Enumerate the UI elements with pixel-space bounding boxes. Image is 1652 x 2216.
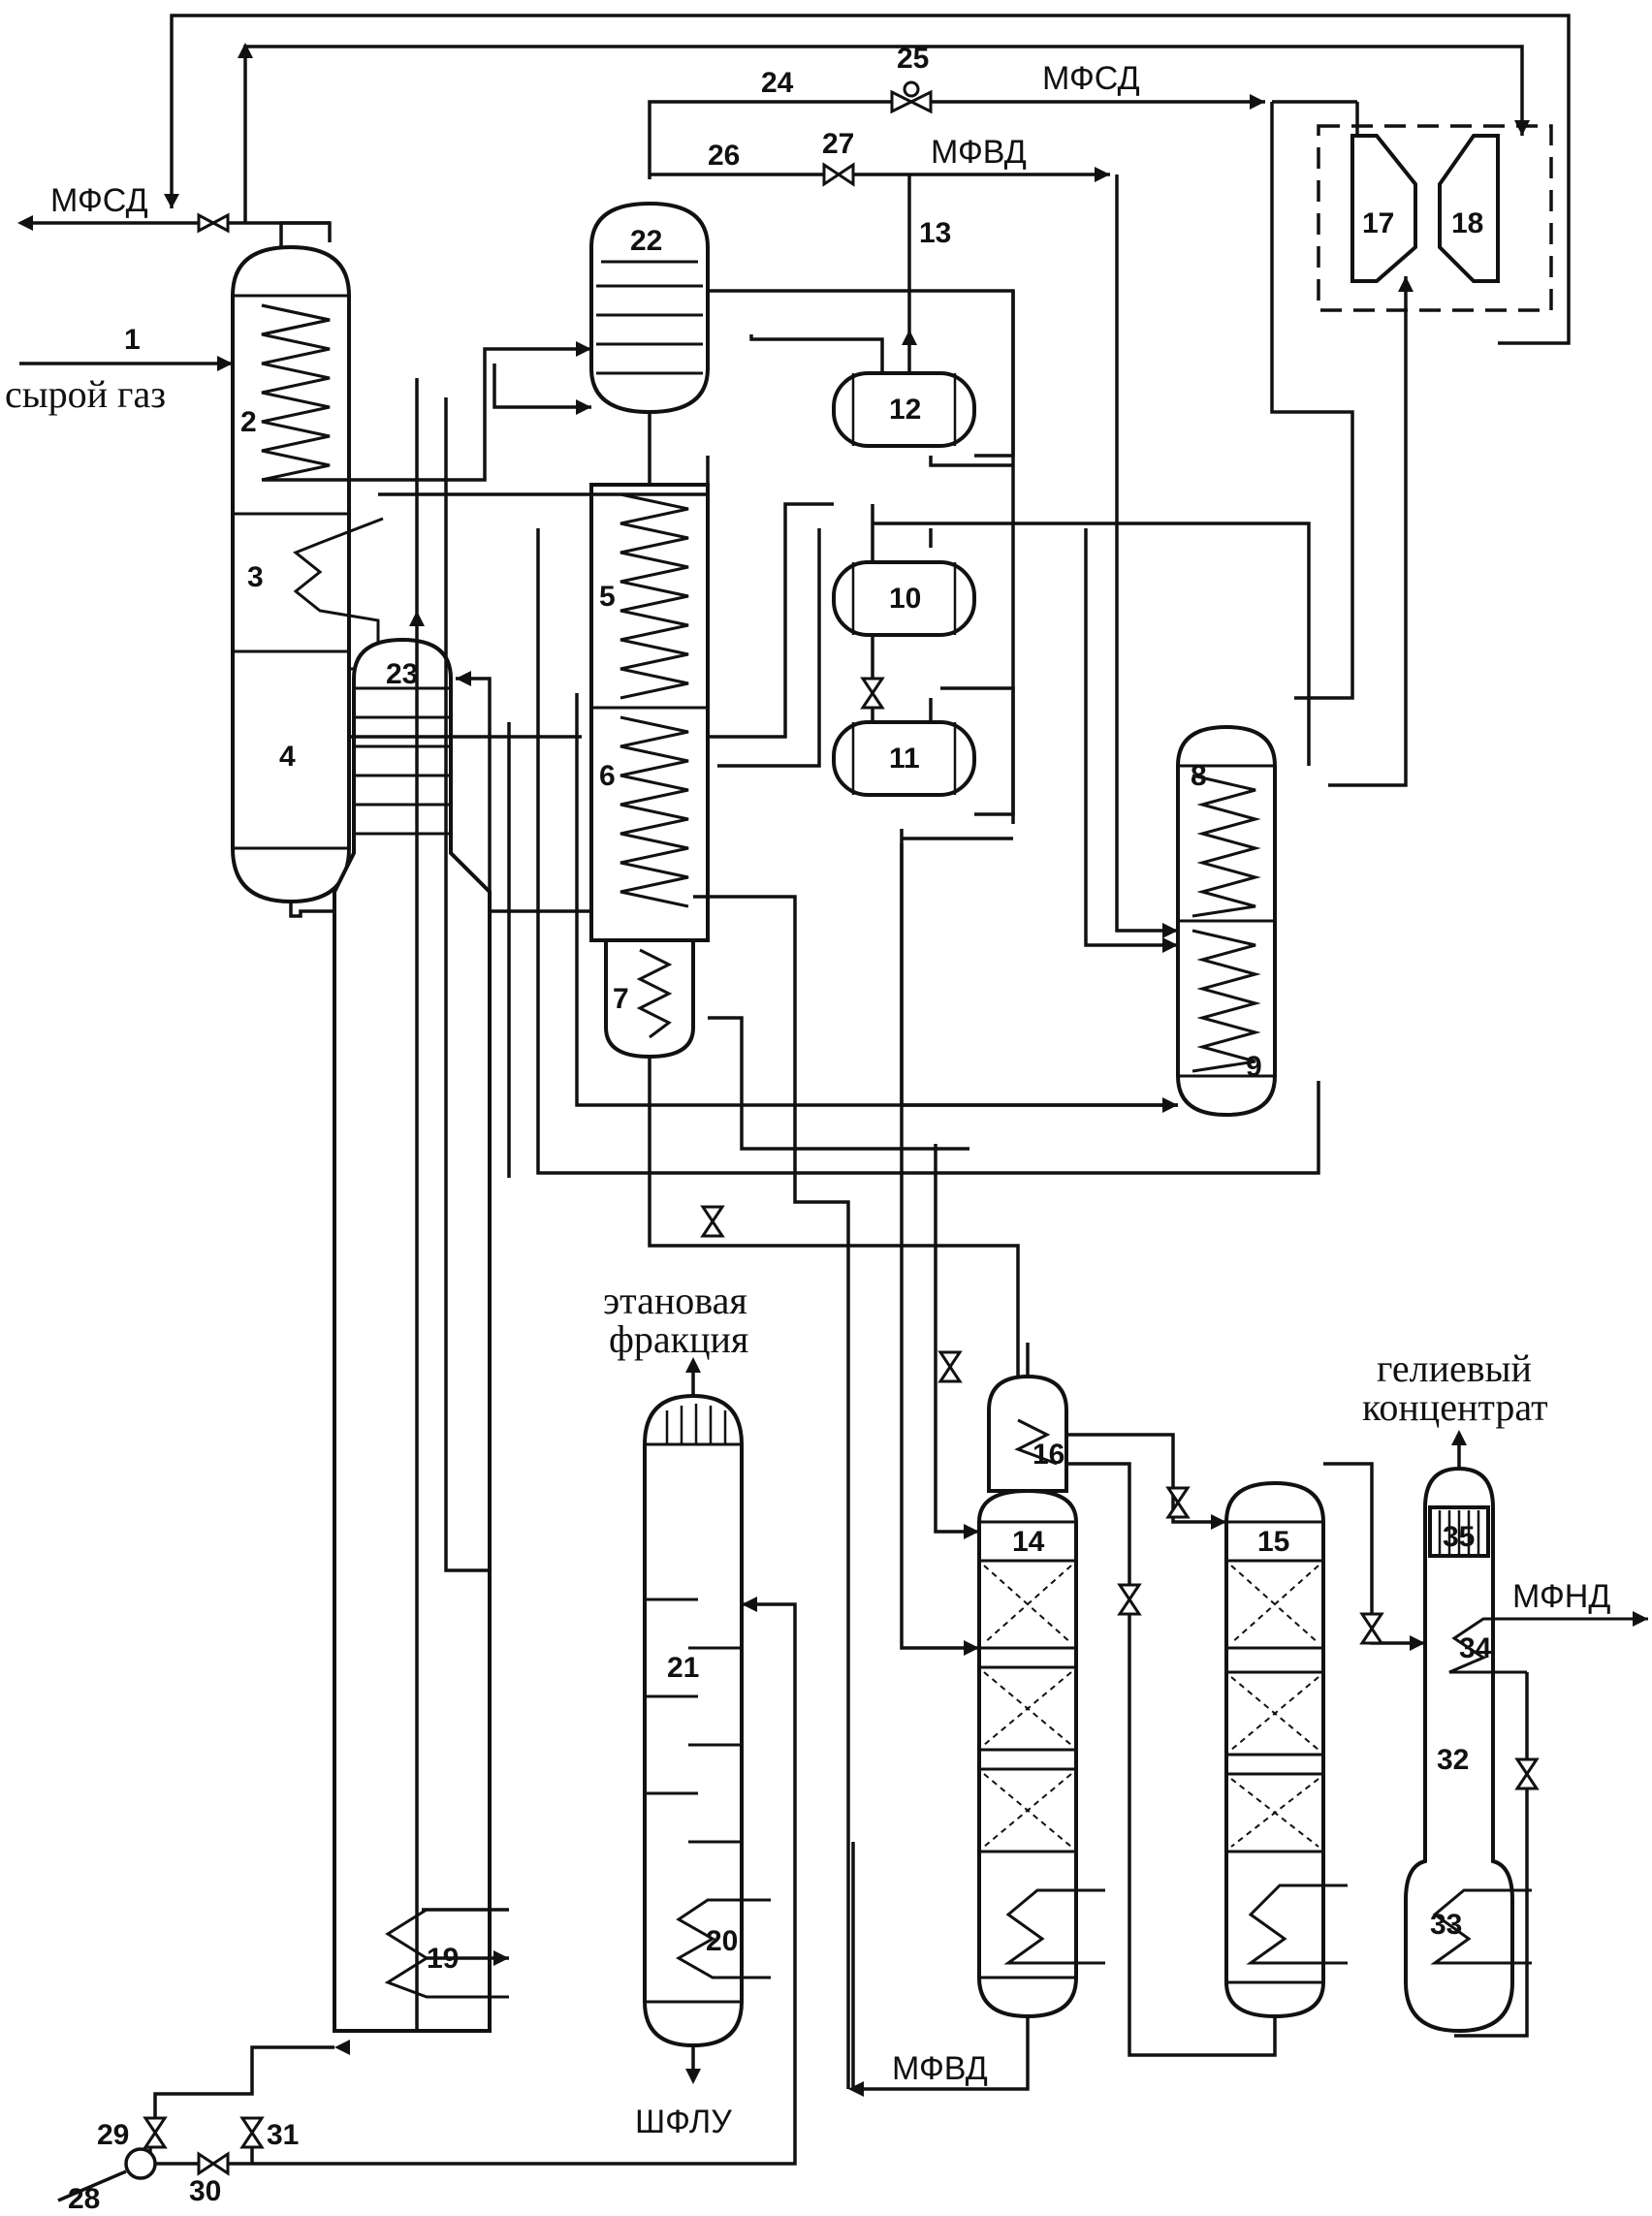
label-22: 22 xyxy=(630,225,662,257)
mfnd-label: МФНД xyxy=(1512,1578,1610,1615)
mfvd-top-label: МФВД xyxy=(931,134,1027,171)
label-5: 5 xyxy=(599,581,616,613)
mfsd-left-label: МФСД xyxy=(50,182,148,219)
label-23: 23 xyxy=(386,658,418,690)
separator-11: 11 xyxy=(832,720,976,797)
valve-misc xyxy=(700,677,1540,1790)
label-25: 25 xyxy=(897,43,929,75)
label-13: 13 xyxy=(919,217,951,249)
label-26: 26 xyxy=(708,140,740,172)
label-7: 7 xyxy=(613,983,629,1015)
label-35: 35 xyxy=(1443,1521,1475,1553)
label-30: 30 xyxy=(189,2175,221,2207)
process-lines xyxy=(57,289,1648,2202)
label-9: 9 xyxy=(1246,1051,1262,1083)
top-piping xyxy=(29,14,1571,933)
label-14: 14 xyxy=(1012,1526,1045,1558)
column-14-16: 16 14 xyxy=(977,1374,1105,2019)
compressor-18: 18 xyxy=(1438,134,1500,283)
raw-gas-label: сырой газ xyxy=(5,372,166,416)
column-32: 35 34 32 33 xyxy=(1404,1466,1648,2034)
separator-10: 10 xyxy=(832,560,976,637)
valve-27 xyxy=(822,162,855,187)
heat-exchanger-5-6: 5 6 xyxy=(589,483,710,942)
helium-label-1: гелиевый xyxy=(1377,1346,1532,1390)
label-20: 20 xyxy=(706,1925,738,1957)
label-29: 29 xyxy=(97,2119,129,2151)
helium-label-2: концентрат xyxy=(1362,1385,1548,1429)
label-16: 16 xyxy=(1032,1439,1064,1471)
shflu-label: ШФЛУ xyxy=(635,2104,732,2140)
label-27: 27 xyxy=(822,128,854,160)
label-11: 11 xyxy=(889,743,920,775)
heat-exchanger-7: 7 xyxy=(604,938,695,1060)
expander-17: 17 xyxy=(1350,134,1417,283)
label-19: 19 xyxy=(427,1943,459,1975)
label-3: 3 xyxy=(247,561,264,593)
separator-12: 12 xyxy=(832,371,976,448)
label-24: 24 xyxy=(761,67,794,99)
turboexpander-box xyxy=(1317,124,1553,312)
valve-30 xyxy=(197,2151,230,2176)
column-22: 22 xyxy=(589,201,710,415)
heat-exchanger-8-9: 8 9 xyxy=(1176,724,1277,1118)
valve-25 xyxy=(890,80,933,114)
label-12: 12 xyxy=(889,394,921,426)
label-15: 15 xyxy=(1257,1526,1289,1558)
mfvd-bottom-label: МФВД xyxy=(892,2050,988,2087)
column-21: 21 20 xyxy=(643,1393,771,2048)
label-28: 28 xyxy=(68,2183,100,2215)
valves xyxy=(143,80,1540,2176)
label-17: 17 xyxy=(1362,207,1394,239)
label-34: 34 xyxy=(1459,1632,1492,1664)
column-15: 15 xyxy=(1224,1480,1348,2019)
valve-mfsd-left xyxy=(197,212,217,234)
label-33: 33 xyxy=(1430,1909,1462,1941)
label-4: 4 xyxy=(279,741,296,773)
arrowheads xyxy=(334,94,1530,2055)
label-6: 6 xyxy=(599,760,616,792)
label-1: 1 xyxy=(124,324,141,356)
label-31: 31 xyxy=(267,2119,299,2151)
label-32: 32 xyxy=(1437,1744,1469,1776)
valve-29 xyxy=(143,2116,168,2149)
label-18: 18 xyxy=(1451,207,1483,239)
ethane-label-1: этановая xyxy=(603,1279,747,1322)
label-10: 10 xyxy=(889,583,921,615)
mfsd-top-label: МФСД xyxy=(1042,60,1140,97)
label-2: 2 xyxy=(240,406,257,438)
label-21: 21 xyxy=(667,1652,699,1684)
label-8: 8 xyxy=(1191,760,1207,792)
valve-31 xyxy=(239,2116,265,2149)
column-23: 23 xyxy=(333,637,492,2033)
ethane-label-2: фракция xyxy=(609,1317,748,1361)
